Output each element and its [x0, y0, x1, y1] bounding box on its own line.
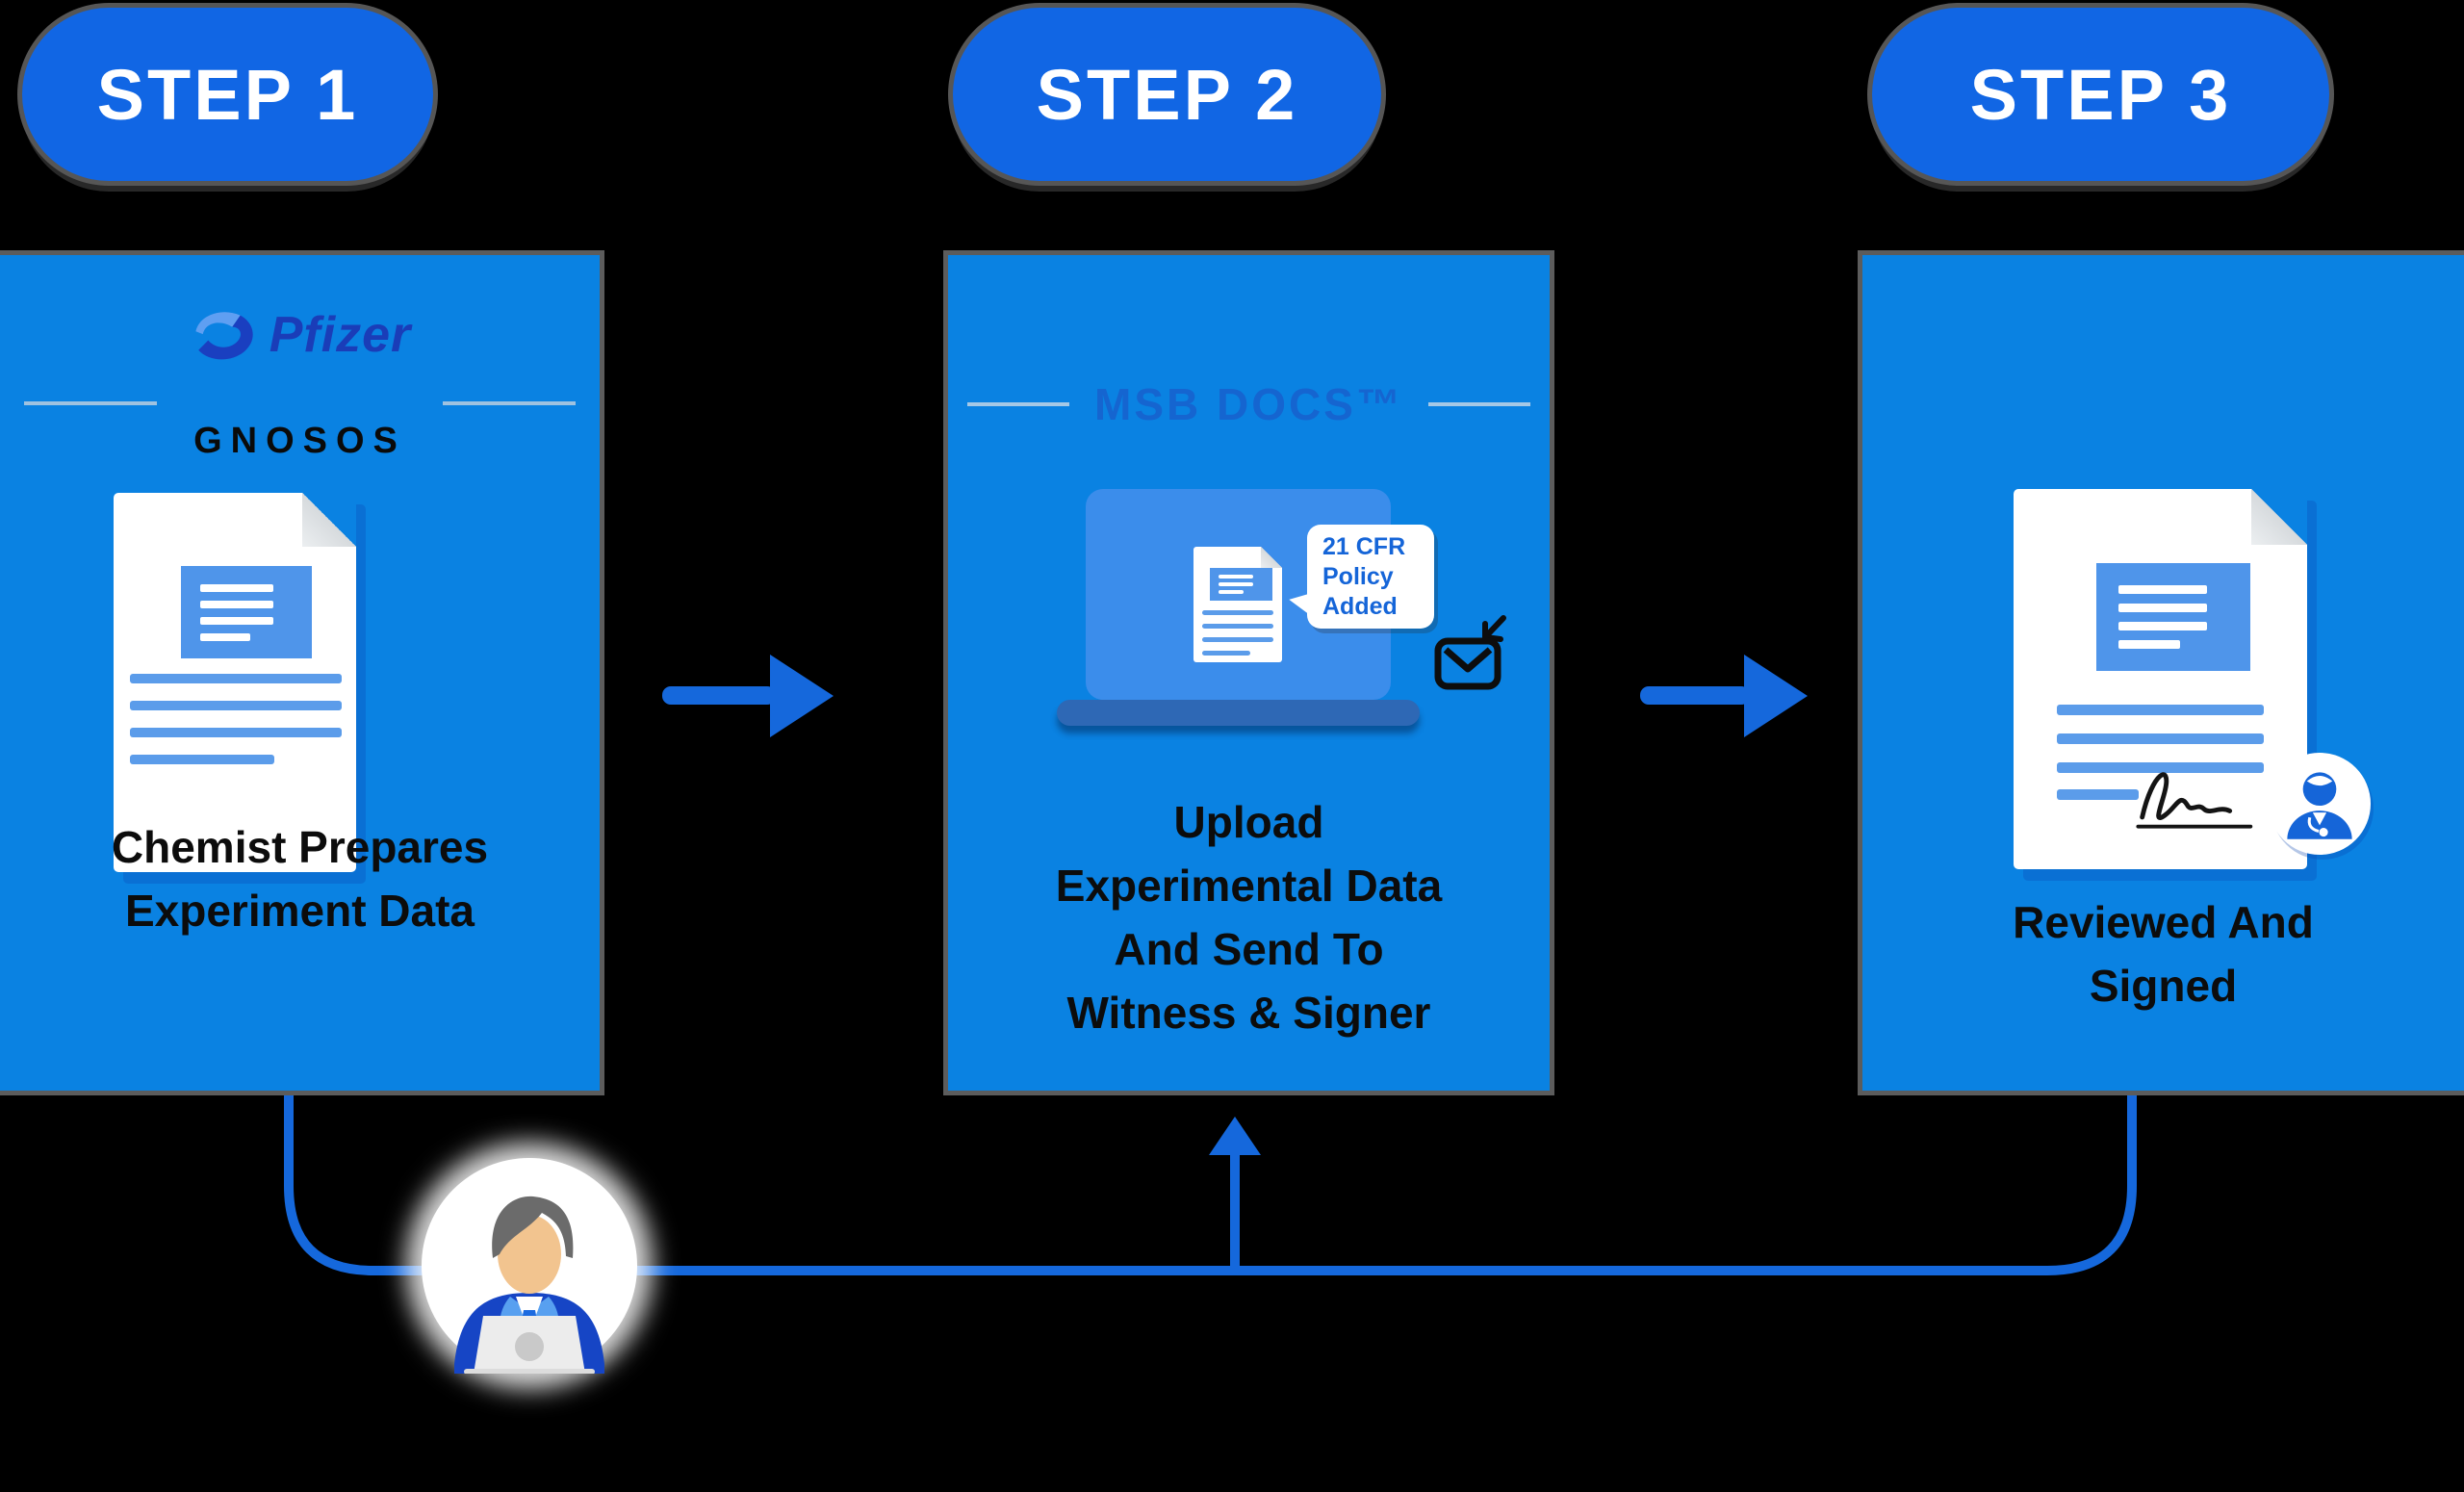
- signature-icon: [2136, 772, 2253, 829]
- document-icon: [114, 493, 356, 872]
- envelope-receive-icon: [1434, 615, 1506, 690]
- step3-card: Reviewed And Signed: [1862, 255, 2464, 1091]
- signer-badge-icon: [2269, 753, 2371, 855]
- pfizer-logo: Pfizer: [0, 305, 600, 365]
- divider-line: [967, 402, 1070, 406]
- step3-pill-label: STEP 3: [1969, 54, 2232, 135]
- connector-step1-down: [284, 1088, 448, 1275]
- step3-caption: Reviewed And Signed: [2013, 897, 2314, 1011]
- arrow-right-icon: [1640, 655, 1808, 737]
- arrow-right-icon: [662, 655, 834, 737]
- document-icon: [1194, 547, 1282, 662]
- signer-person-glyph: [2287, 772, 2352, 839]
- doc-title-block: [2096, 563, 2250, 671]
- step2-pill: STEP 2: [953, 8, 1381, 181]
- page-fold: [1261, 547, 1282, 568]
- bubble-text: 21 CFR Policy Added: [1322, 532, 1406, 620]
- pfizer-brand-text: Pfizer: [269, 307, 412, 363]
- connector-step3-down: [621, 1088, 2137, 1275]
- person-at-laptop-icon: [422, 1158, 637, 1374]
- msb-docs-brand-text: MSB DOCS™: [1094, 379, 1403, 429]
- msb-docs-logo: MSB DOCS™: [948, 378, 1550, 430]
- step1-pill-label: STEP 1: [96, 54, 359, 135]
- divider-line: [24, 401, 157, 405]
- page-fold: [2251, 489, 2307, 545]
- signed-document-icon: [2014, 489, 2307, 869]
- speech-bubble: 21 CFR Policy Added: [1307, 525, 1434, 629]
- doc-title-block: [1210, 568, 1272, 601]
- step2-card: MSB DOCS™ 21 CFR Policy Added Upload Exp…: [948, 255, 1550, 1091]
- pfizer-swirl-icon: [195, 312, 253, 360]
- page-fold: [302, 493, 356, 547]
- laptop-base: [1057, 700, 1420, 726]
- step1-caption: Chemist Prepares Experiment Data: [111, 822, 489, 936]
- divider-line: [1427, 402, 1530, 406]
- arrow-up-icon: [1209, 1117, 1261, 1155]
- step2-pill-label: STEP 2: [1036, 54, 1298, 135]
- step2-caption: Upload Experimental Data And Send To Wit…: [1055, 797, 1443, 1038]
- step1-card: Pfizer GNOSOS Chemist Prepares Experimen…: [0, 255, 600, 1091]
- step1-pill: STEP 1: [22, 8, 433, 181]
- divider-line: [443, 401, 576, 405]
- person-at-laptop-glyph: [454, 1196, 604, 1374]
- doc-title-block: [181, 566, 312, 658]
- step3-pill: STEP 3: [1872, 8, 2329, 181]
- gnosos-product-text: GNOSOS: [193, 421, 406, 461]
